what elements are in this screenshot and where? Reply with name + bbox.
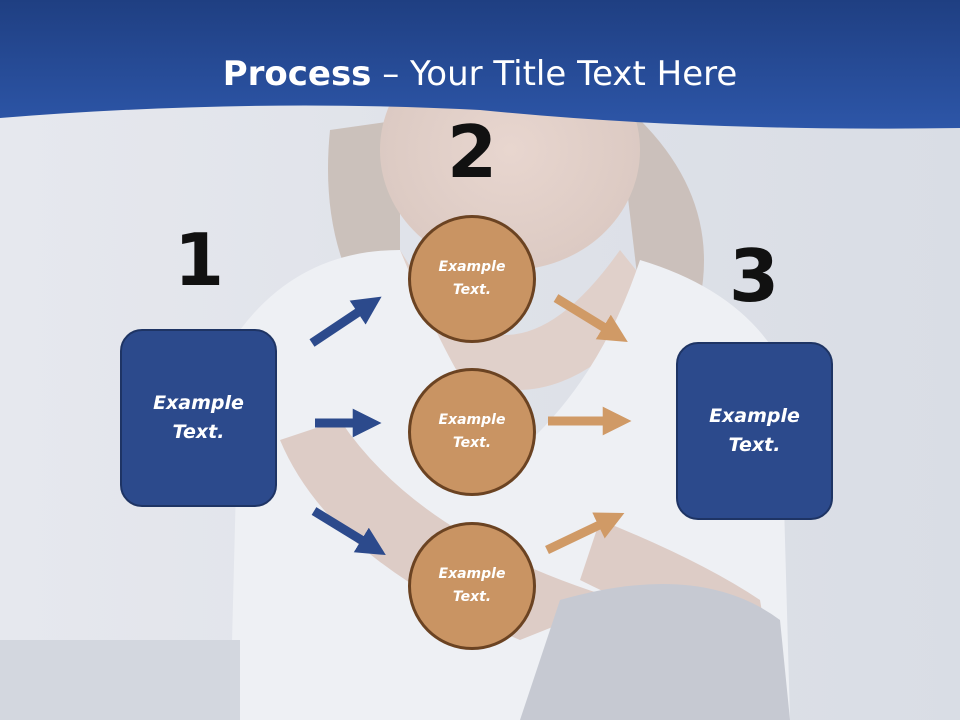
step-2-circle-3: Example Text. xyxy=(408,522,536,650)
header-band xyxy=(0,0,960,129)
step-3-box: Example Text. xyxy=(676,342,833,520)
arrow-1-to-2c xyxy=(311,507,386,556)
step-number-1: 1 xyxy=(173,218,225,302)
step-3-label: Example Text. xyxy=(709,405,800,456)
step-2-circle-1-label: Example Text. xyxy=(438,259,506,298)
step-number-2: 2 xyxy=(446,110,498,194)
step-1-label: Example Text. xyxy=(153,392,244,443)
arrow-2a-to-3 xyxy=(553,294,628,343)
step-2-circle-1: Example Text. xyxy=(408,215,536,343)
step-2-circle-2: Example Text. xyxy=(408,368,536,496)
slide-title: Process – Your Title Text Here xyxy=(0,52,960,96)
step-1-box: Example Text. xyxy=(120,329,277,507)
arrow-1-to-2a xyxy=(309,296,382,347)
step-2-circle-3-label: Example Text. xyxy=(438,566,506,605)
step-number-3: 3 xyxy=(728,234,780,318)
title-rest: – Your Title Text Here xyxy=(371,54,738,94)
title-bold: Process xyxy=(222,54,372,94)
step-2-circle-2-label: Example Text. xyxy=(438,412,506,451)
arrow-2c-to-3 xyxy=(545,512,625,555)
